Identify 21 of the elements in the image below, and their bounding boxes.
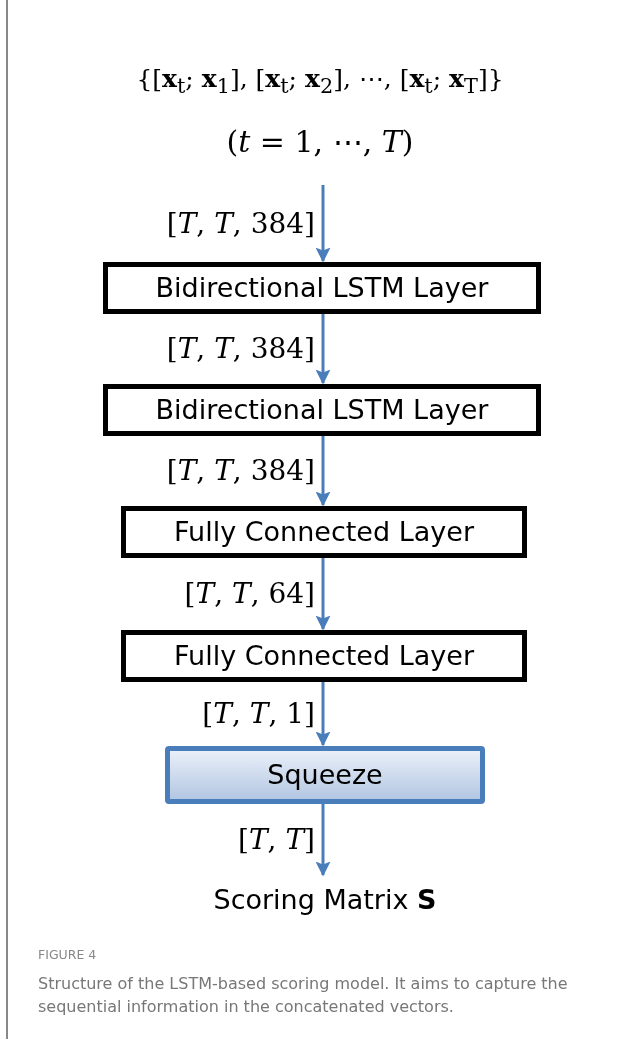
layer-label: Squeeze [267,758,383,792]
arrow [315,558,331,631]
range-text: (t = 1, ⋯, T) [226,122,414,161]
layer-label: Fully Connected Layer [174,639,474,673]
layer-box [103,262,541,314]
output-label: Scoring Matrix S [213,883,437,917]
caption: Structure of the LSTM-based scoring model. It aims to capture the sequential information in the concatenated vectors. [38,972,569,1018]
formula-text: {[x$_{t}$; x$_{1}$], [x$_{t}$; x$_{2}$], ⋯, [x$_{t}$; x$_{T}$]} [136,63,504,101]
layer-label: Fully Connected Layer [174,515,474,549]
layer-label: Bidirectional LSTM Layer [155,393,489,427]
arrow [315,314,331,385]
arrow [315,804,331,877]
squeeze-box [165,746,485,804]
layer-box [121,506,527,558]
layer-box [103,384,541,436]
layer-label: Bidirectional LSTM Layer [155,271,489,305]
arrow [315,436,331,507]
figure-number: FIGURE 4 [38,947,97,962]
layer-box [121,630,527,682]
arrow [315,185,331,263]
arrow [315,682,331,747]
